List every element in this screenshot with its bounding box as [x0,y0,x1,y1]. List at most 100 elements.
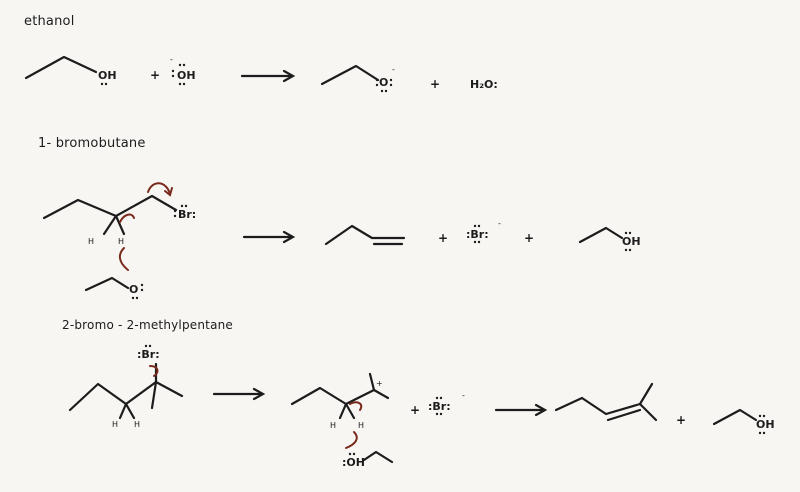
c-h-bond [338,402,348,420]
base-o-label: O [129,283,138,296]
ethanol-base-skeleton [362,450,394,464]
lone-pair-dot [389,78,393,82]
bromide-label: :Br: [466,228,489,241]
methyl-bond [368,372,376,392]
plus-sign: + [524,231,534,245]
ethoxide-base-skeleton [84,276,130,292]
lone-pair-dot [348,452,352,456]
lone-pair-dot [180,204,184,208]
lone-pair-dot [624,248,628,252]
lone-pair-dot [352,452,356,456]
lone-pair-dot [182,63,186,67]
lone-pair-dot [758,431,762,435]
lone-pair-dot [477,240,481,244]
lone-pair-dot [628,231,632,235]
lone-pair-dot [389,83,393,87]
bromine-label: :Br: [137,348,160,361]
lone-pair-dot [477,224,481,228]
lone-pair-dot [140,288,144,292]
ethoxide-charge: - [392,65,395,74]
methyl-bond [150,380,158,410]
base-oh-label: :OH [342,456,365,469]
double-bond-line [606,408,642,422]
ethanol-product-skeleton [712,408,758,426]
lone-pair-dot [439,396,443,400]
lone-pair-dot [435,412,439,416]
c-h-bond [118,402,128,420]
lone-pair-dot [178,63,182,67]
reaction-arrow [494,403,548,417]
bromine-label: Br: [178,208,196,221]
lone-pair-dot [171,74,175,78]
lone-pair-dot [375,78,379,82]
section-title-ethanol: ethanol [24,14,75,29]
methyl-bond [638,402,658,422]
lone-pair-dot [375,83,379,87]
carbocation-intermediate: + H H :OH [290,372,394,469]
ethanol-reactant: OH [24,55,117,86]
lone-pair-dot [178,82,182,86]
h-label: H [134,420,140,429]
lone-pair-dot [758,414,762,418]
bromide-ion: :Br: - [466,219,501,244]
lone-pair-dot [624,231,628,235]
bromide-charge: - [498,219,501,228]
lone-pair-dot [439,412,443,416]
ethanol-product-oh-label: OH [756,418,775,431]
lone-pair-dot [380,89,384,93]
lone-pair-dot [100,82,104,86]
ethanol-product-skeleton [578,226,624,244]
lone-pair-dot [104,82,108,86]
bromide-charge: - [462,391,465,400]
methylpentene-skeleton [554,396,642,416]
c-h-bond [102,214,118,236]
reaction-arrow [242,230,296,244]
curly-arrow-leaving-group [147,182,171,195]
hydroxide-oh-label: OH [177,69,196,82]
reaction-arrow [240,69,296,83]
c-h-bond [344,402,356,420]
ethoxide-product: O - [320,64,395,93]
lone-pair-dot [184,204,188,208]
h-label: H [330,421,336,430]
ethanol-product-oh-label: OH [622,235,641,248]
lone-pair-dot [182,82,186,86]
lone-pair-dot [131,296,135,300]
plus-sign: + [410,403,420,417]
lone-pair-dot [140,283,144,287]
ethoxide-o-label: O [379,76,388,89]
butene-skeleton [324,224,406,246]
lone-pair-dot [148,344,152,348]
h-label: H [358,421,364,430]
h-label: H [112,420,118,429]
c-h-bond [124,402,136,420]
section-title-bromobutane: 1- bromobutane [38,136,146,151]
hydroxide-charge: - [170,55,173,64]
plus-sign: + [430,77,440,91]
plus-sign: + [438,231,448,245]
ethoxide-skeleton [320,64,380,86]
methyl-bond [638,382,654,406]
ethanol-product: OH [712,408,775,435]
bromo-methylpentane-reactant: H H :Br: [68,344,184,429]
lone-pair-dot [135,296,139,300]
bromide-ion: :Br: - [428,391,465,416]
methylpentene-product [554,382,658,422]
section-title-bromo-methylpentane: 2-bromo - 2-methylpentane [62,318,234,332]
ethanol-product: OH [578,226,641,252]
curly-arrow-leaving-group [149,365,159,377]
lone-pair-dot [628,248,632,252]
lone-pair-dot [171,69,175,73]
lone-pair-dot [173,209,177,213]
lone-pair-dot [144,344,148,348]
curly-arrowhead [164,187,173,197]
hydroxide-ion: - OH [170,55,196,86]
lone-pair-dot [473,224,477,228]
lone-pair-dot [762,431,766,435]
lone-pair-dot [473,240,477,244]
curly-arrow-base [118,247,129,271]
bromobutane-skeleton [42,194,178,220]
carbocation-charge: + [376,379,383,388]
